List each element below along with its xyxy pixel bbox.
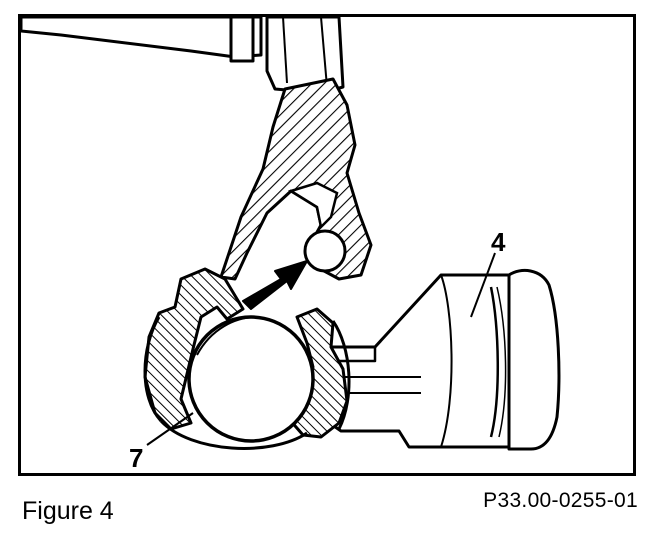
leader-line-7 bbox=[146, 412, 194, 446]
figure-caption: Figure 4 bbox=[22, 497, 114, 525]
ball-joint-diagram: 4 7 bbox=[21, 17, 561, 473]
leader-line-4 bbox=[470, 252, 496, 318]
figure-frame: 4 7 bbox=[18, 14, 636, 476]
tie-rod-end bbox=[319, 268, 561, 451]
upper-structure bbox=[21, 17, 345, 95]
ball-joint-ball bbox=[187, 315, 315, 443]
direction-arrow bbox=[242, 260, 308, 310]
part-number: P33.00-0255-01 bbox=[483, 489, 638, 512]
callout-7-label: 7 bbox=[129, 443, 143, 473]
knuckle-arm bbox=[219, 77, 373, 281]
ball-pin bbox=[303, 229, 347, 273]
callout-4-label: 4 bbox=[491, 227, 506, 257]
